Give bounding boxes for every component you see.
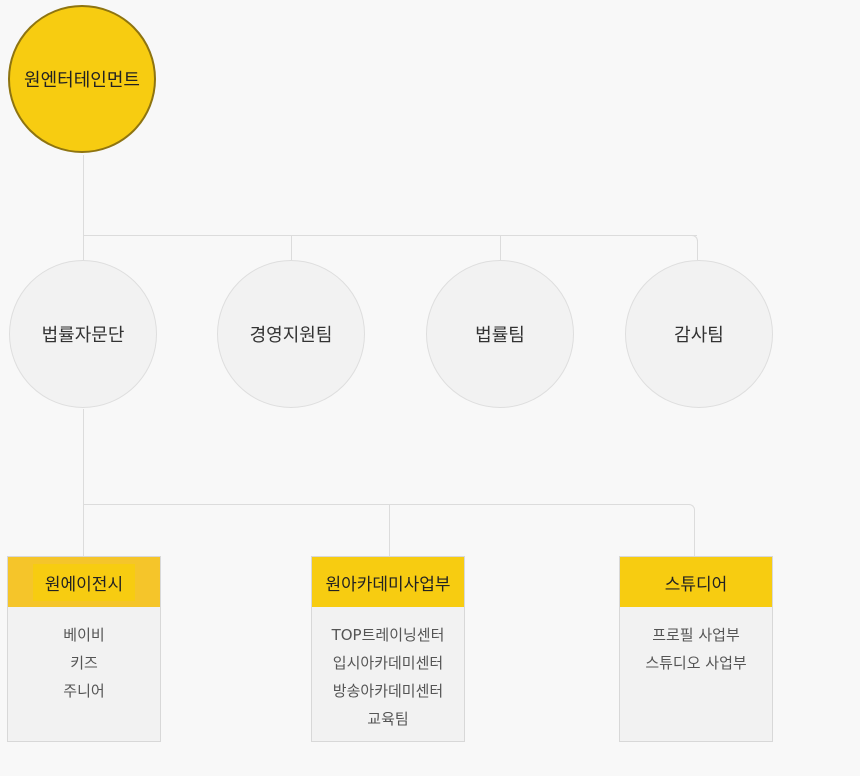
dept-label: 법률팀 [475, 325, 525, 346]
root-node: 원엔터테인먼트 [8, 5, 156, 153]
list-item: 주니어 [63, 682, 105, 700]
list-item: 키즈 [70, 654, 98, 672]
list-item: 교육팀 [367, 710, 409, 728]
division-title: 원에이전시 [32, 563, 136, 601]
dept-node-audit-team: 감사팀 [625, 260, 773, 408]
connector-dept-horizontal [83, 235, 697, 236]
division-header: 원아카데미사업부 [312, 557, 464, 607]
dept-label: 경영지원팀 [249, 325, 333, 346]
list-item: 입시아카데미센터 [332, 654, 444, 672]
division-items: 베이비 키즈 주니어 [8, 607, 160, 705]
connector-root-down [83, 155, 84, 260]
division-card-agency: 원에이전시 베이비 키즈 주니어 [7, 556, 161, 742]
connector-dept1-down [83, 409, 84, 556]
dept-label: 감사팀 [674, 325, 724, 346]
division-header: 원에이전시 [8, 557, 160, 607]
division-header: 스튜디어 [620, 557, 772, 607]
dept-node-management-support: 경영지원팀 [217, 260, 365, 408]
connector-div-2 [389, 504, 390, 556]
connector-dept-corner [690, 235, 698, 243]
connector-dept-3 [500, 235, 501, 260]
list-item: TOP트레이닝센터 [331, 626, 445, 644]
list-item: 프로필 사업부 [652, 626, 740, 644]
dept-node-legal-team: 법률팀 [426, 260, 574, 408]
root-label: 원엔터테인먼트 [24, 70, 140, 91]
list-item: 베이비 [63, 626, 105, 644]
dept-node-legal-advisory: 법률자문단 [9, 260, 157, 408]
division-card-academy: 원아카데미사업부 TOP트레이닝센터 입시아카데미센터 방송아카데미센터 교육팀 [311, 556, 465, 742]
connector-dept-2 [291, 235, 292, 260]
division-items: 프로필 사업부 스튜디오 사업부 [620, 607, 772, 677]
connector-div-corner [687, 504, 695, 512]
connector-div-horizontal [83, 504, 688, 505]
division-title: 원아카데미사업부 [325, 574, 451, 595]
list-item: 스튜디오 사업부 [645, 654, 747, 672]
division-card-studio: 스튜디어 프로필 사업부 스튜디오 사업부 [619, 556, 773, 742]
connector-dept-4 [697, 241, 698, 260]
list-item: 방송아카데미센터 [332, 682, 444, 700]
connector-div-3 [694, 510, 695, 556]
dept-label: 법률자문단 [41, 325, 125, 346]
division-title: 스튜디어 [664, 574, 728, 595]
division-items: TOP트레이닝센터 입시아카데미센터 방송아카데미센터 교육팀 [312, 607, 464, 733]
